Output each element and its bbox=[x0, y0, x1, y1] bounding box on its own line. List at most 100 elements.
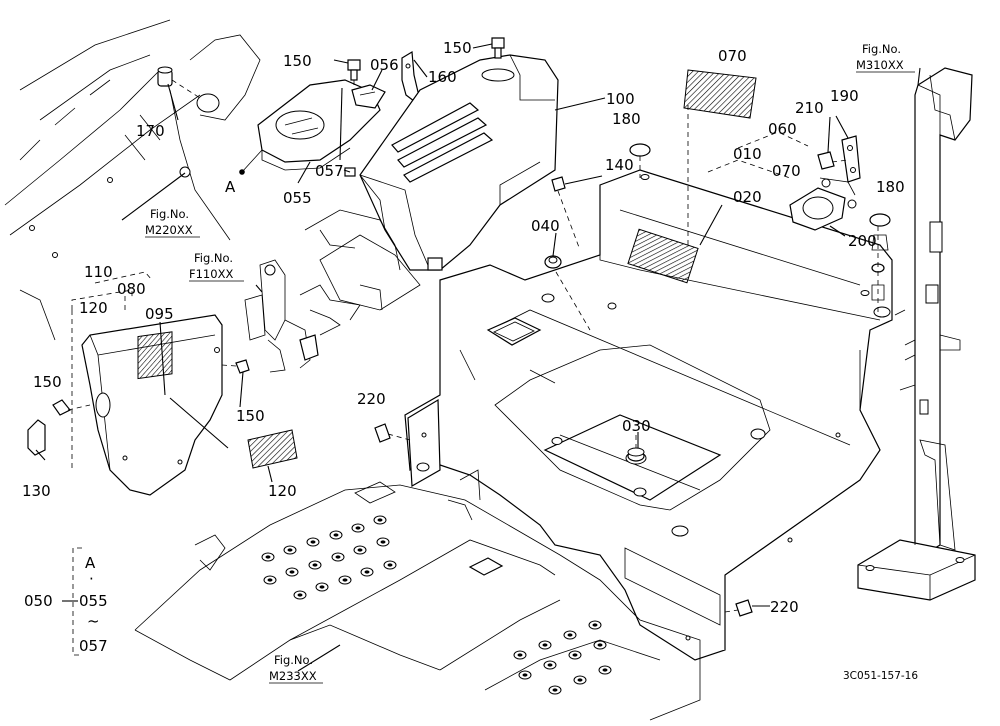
mat-hole-center bbox=[357, 548, 363, 552]
bracket-assembly-f110 bbox=[244, 209, 421, 373]
mat-hole-center bbox=[297, 593, 303, 597]
ref-m233-fig: Fig.No. bbox=[274, 653, 313, 667]
ref-m220-code: M220XX bbox=[145, 223, 193, 237]
drawing-code: 3C051-157-16 bbox=[843, 670, 918, 682]
legend-050: 050 bbox=[24, 592, 53, 610]
label-130: 130 bbox=[22, 482, 51, 500]
label-110: 110 bbox=[84, 263, 113, 281]
label-070-detached bbox=[683, 69, 757, 245]
frame-m220-outline bbox=[4, 19, 261, 341]
side-cover-110 bbox=[81, 314, 223, 496]
label-100: 100 bbox=[606, 90, 635, 108]
mat-hole-center bbox=[287, 548, 293, 552]
mat-hole-center bbox=[547, 663, 553, 667]
mat-hole-center bbox=[380, 540, 386, 544]
plug-180-right bbox=[869, 213, 891, 312]
label-120-top: 120 bbox=[79, 299, 108, 317]
legend-bracket bbox=[62, 547, 82, 656]
label-150-a: 150 bbox=[283, 52, 312, 70]
mat-hole-center bbox=[355, 526, 361, 530]
mat-hole-center bbox=[577, 678, 583, 682]
mat-hole-center bbox=[312, 563, 318, 567]
label-A-callout: A bbox=[225, 178, 236, 196]
cover-055 bbox=[239, 79, 381, 175]
label-080: 080 bbox=[117, 280, 146, 298]
label-150-mid: 150 bbox=[236, 407, 265, 425]
bolt-210 bbox=[817, 151, 849, 170]
label-010: 010 bbox=[733, 145, 762, 163]
ref-m310-code: M310XX bbox=[856, 58, 904, 72]
label-040: 040 bbox=[531, 217, 560, 235]
floor-mat-m233 bbox=[134, 481, 701, 721]
figure-references: Fig.No. M310XX Fig.No. M220XX Fig.No. F1… bbox=[145, 42, 915, 684]
mat-hole-center bbox=[552, 688, 558, 692]
legend-A: A bbox=[85, 554, 96, 572]
label-150-b: 150 bbox=[443, 39, 472, 57]
label-020: 020 bbox=[733, 188, 762, 206]
label-140: 140 bbox=[605, 156, 634, 174]
label-095: 095 bbox=[145, 305, 174, 323]
mat-hole-center bbox=[567, 633, 573, 637]
label-190: 190 bbox=[830, 87, 859, 105]
label-180-left: 180 bbox=[612, 110, 641, 128]
label-030: 030 bbox=[622, 417, 651, 435]
mat-hole-center bbox=[572, 653, 578, 657]
label-120-bottom: 120 bbox=[268, 482, 297, 500]
label-220-left: 220 bbox=[357, 390, 386, 408]
mat-hole-center bbox=[542, 643, 548, 647]
mat-hole-center bbox=[364, 570, 370, 574]
lead-lines bbox=[35, 43, 921, 672]
console-100 bbox=[359, 54, 559, 271]
label-070-top: 070 bbox=[718, 47, 747, 65]
ref-m233-code: M233XX bbox=[269, 669, 317, 683]
mat-hole-center bbox=[522, 673, 528, 677]
floor-platform bbox=[404, 169, 906, 661]
legend-055: 055 bbox=[79, 592, 108, 610]
label-070-mid: 070 bbox=[772, 162, 801, 180]
plug-180-left bbox=[629, 143, 651, 178]
mat-hole-center bbox=[387, 563, 393, 567]
ref-f110-code: F110XX bbox=[189, 267, 233, 281]
label-220-right: 220 bbox=[770, 598, 799, 616]
legend-tilde: ~ bbox=[87, 612, 100, 630]
bolt-220-right bbox=[724, 599, 753, 617]
bolt-150-right bbox=[491, 37, 505, 59]
mat-hole-center bbox=[602, 668, 608, 672]
label-120-detached bbox=[247, 429, 298, 469]
label-180-right: 180 bbox=[876, 178, 905, 196]
bolt-150-left bbox=[52, 399, 91, 416]
bracket-190 bbox=[819, 135, 861, 196]
label-170: 170 bbox=[136, 122, 165, 140]
mat-hole-center bbox=[333, 533, 339, 537]
mat-hole-center bbox=[289, 570, 295, 574]
legend-dot: · bbox=[89, 570, 94, 588]
label-210: 210 bbox=[795, 99, 824, 117]
ref-m220-fig: Fig.No. bbox=[150, 207, 189, 221]
ref-m310-fig: Fig.No. bbox=[862, 42, 901, 56]
label-060: 060 bbox=[768, 120, 797, 138]
group-brackets bbox=[71, 131, 809, 470]
label-055: 055 bbox=[283, 189, 312, 207]
plug-030 bbox=[627, 435, 645, 462]
mat-hole-center bbox=[517, 653, 523, 657]
bolt-220-left bbox=[374, 423, 411, 443]
label-150-left: 150 bbox=[33, 373, 62, 391]
legend-057: 057 bbox=[79, 637, 108, 655]
bolt-170 bbox=[157, 66, 201, 99]
ref-f110-fig: Fig.No. bbox=[194, 251, 233, 265]
mat-hole-center bbox=[267, 578, 273, 582]
floor-mat-holes bbox=[261, 515, 612, 695]
label-160: 160 bbox=[428, 68, 457, 86]
mat-hole-center bbox=[265, 555, 271, 559]
clamp-200 bbox=[789, 178, 857, 231]
mat-hole-center bbox=[335, 555, 341, 559]
bolt-150-top bbox=[347, 59, 361, 98]
rops-post-m310 bbox=[857, 67, 976, 601]
bolt-140 bbox=[551, 176, 581, 251]
mat-hole-center bbox=[319, 585, 325, 589]
label-200: 200 bbox=[848, 232, 877, 250]
label-056: 056 bbox=[370, 56, 399, 74]
label-057: 057 bbox=[315, 162, 344, 180]
